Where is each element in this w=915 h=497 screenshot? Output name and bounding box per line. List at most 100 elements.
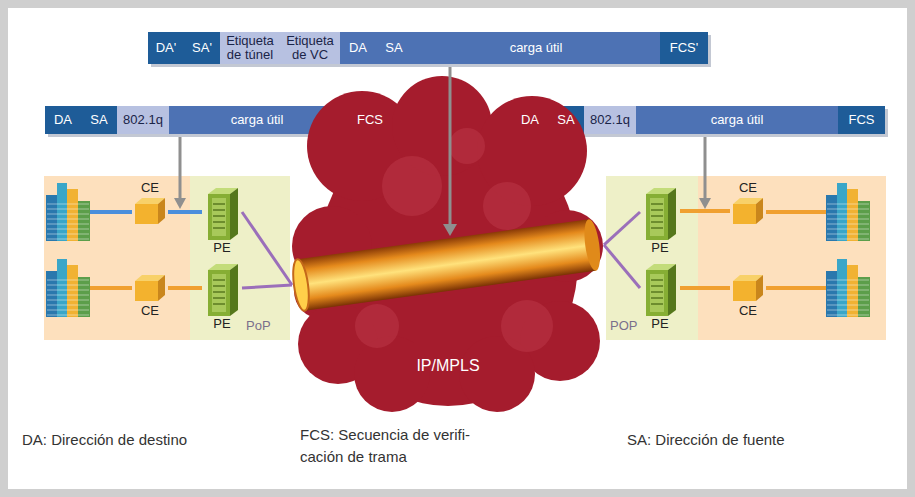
mpls-cloud: IP/MPLS [292,76,604,420]
link-line [680,286,730,290]
node-label: DA [54,113,72,127]
caption-block: FCS: Secuencia de verifi- cación de tram… [300,424,500,468]
pop-panel: POP PE PE [606,176,698,340]
frame-field: FCS' [660,32,708,64]
router-icon [204,260,240,316]
pe-router: PE [202,260,242,332]
caption-block: DA: Dirección de destino [22,429,262,451]
customer-site [698,176,886,340]
link-line [168,286,202,290]
frame-field: FCS [838,106,885,134]
node-label: DA [521,113,539,127]
legend-note: DA: Dirección de destino [22,429,262,451]
frame-field: DA' [148,32,184,64]
node-label: CE [141,180,159,196]
customer-site [44,176,190,340]
node-label: CE [141,303,159,319]
node-label: Etiqueta de túnel [222,34,278,63]
node-label: DA' [156,41,177,55]
pe-router: PE [202,184,242,256]
node-label: CE [739,303,757,319]
frame-field: SA [81,106,117,134]
router-icon [204,184,240,240]
node-label: SA [557,113,574,127]
link-line [168,210,202,214]
node-label: Etiqueta de VC [282,34,338,63]
building-icon [46,259,90,317]
link-line [604,212,640,245]
node-label: SA' [192,41,212,55]
node-label: FCS [849,113,875,127]
node-label: SA [385,41,402,55]
link-line [242,285,292,288]
frame-field: carga útil [412,32,660,64]
frame-field: Etiqueta de túnel [220,32,280,64]
node-label: FCS' [670,41,698,55]
cloud-outline [292,76,603,412]
node-label: PoP [246,318,271,334]
pointer-arrow [704,137,707,200]
node-label: FCS [357,113,383,127]
link-line [604,245,640,288]
legend-note: SA: Dirección de fuente [627,429,887,451]
node-label: 802.1q [590,113,630,127]
node-label: PE [651,316,668,332]
pointer-arrowhead [174,198,186,209]
page-ground [8,8,907,489]
frame-field: carga útil [636,106,838,134]
caption-block: SA: Dirección de fuente [627,429,887,451]
building-icon [826,183,870,241]
frame-field: Etiqueta de VC [280,32,340,64]
node-label: carga útil [231,113,284,127]
pointer-arrowhead [699,198,711,209]
pointer-arrow [449,67,452,226]
ce-shape [135,198,165,224]
site-link [90,210,132,214]
router-shape [208,264,238,316]
ce-device: CE [730,273,766,319]
frame-field: SA [376,32,412,64]
node-label: IP/MPLS [292,356,604,376]
link-line [680,209,730,213]
ce-icon [133,273,167,303]
node-label: DA [349,41,367,55]
ce-device: CE [132,273,168,319]
ce-icon [133,196,167,226]
ce-shape [733,198,763,224]
building-icon [46,183,90,241]
frame-field: DA [45,106,81,134]
node-label: PE [213,316,230,332]
node-label: POP [610,318,637,334]
ce-shape [135,275,165,301]
pe-router: PE [640,260,680,332]
frame-field: SA' [184,32,220,64]
node-label: PE [651,240,668,256]
pointer-arrow [179,137,182,200]
ce-icon [731,196,765,226]
frame-field: DA [340,32,376,64]
router-shape [208,188,238,240]
router-shape [646,264,676,316]
router-icon [642,260,678,316]
link-line [242,212,292,285]
building-icon [826,259,870,317]
node-label: PE [213,240,230,256]
node-label: 802.1q [123,113,163,127]
frame-field: 802.1q [117,106,169,134]
site-link [766,286,826,290]
ce-device: CE [730,180,766,226]
ce-icon [731,273,765,303]
pointer-arrowhead [443,224,457,236]
site-link [90,286,132,290]
ce-shape [733,275,763,301]
frame-field: 802.1q [584,106,636,134]
site-link [766,210,826,214]
node-label: carga útil [711,113,764,127]
node-label: CE [739,180,757,196]
router-shape [646,188,676,240]
pe-router: PE [640,184,680,256]
router-icon [642,184,678,240]
